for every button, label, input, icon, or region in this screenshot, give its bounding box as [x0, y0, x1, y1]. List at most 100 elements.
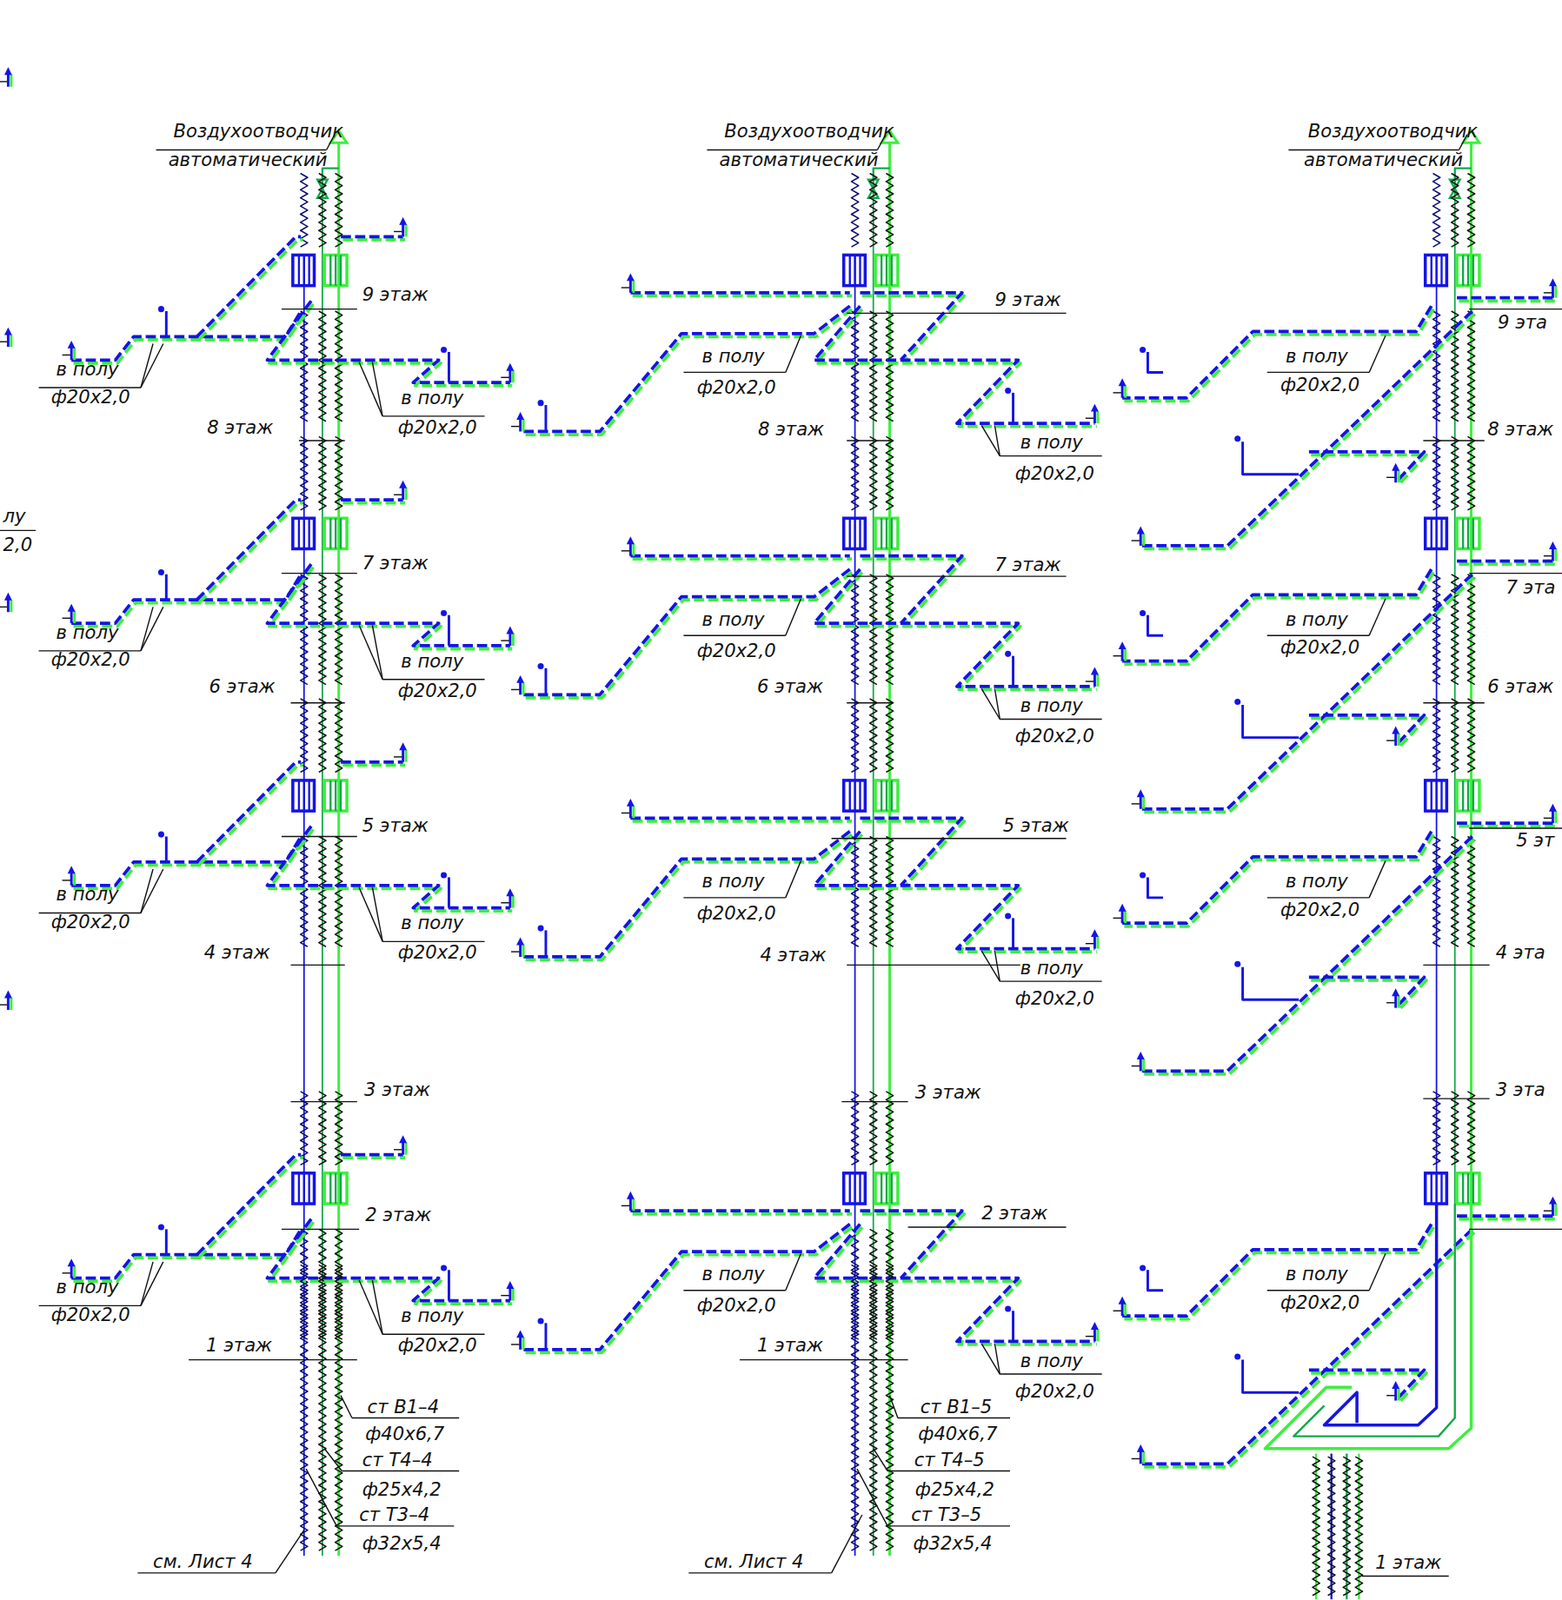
leader-underline	[999, 980, 1102, 982]
tap-pipe	[447, 877, 451, 908]
leader-underline	[341, 1470, 459, 1472]
drawing-label: ст Т4–4	[362, 1449, 433, 1470]
insulation-zigzag	[335, 574, 343, 685]
drawing-label: 4 эта	[1495, 943, 1546, 964]
drawing-label: ф40х6,7	[365, 1424, 445, 1445]
return-pipe	[814, 569, 1096, 687]
insulation-zigzag	[850, 1264, 858, 1551]
fixture-head	[517, 412, 524, 419]
tap-symbol	[538, 1317, 545, 1324]
manifold-outlet	[307, 1173, 310, 1204]
fixture-head	[1392, 990, 1399, 997]
fixture-head	[1392, 464, 1399, 471]
return-manifold	[844, 254, 866, 286]
return-pipe	[1122, 831, 1432, 924]
supply-pipe	[1123, 571, 1434, 665]
supply-loop	[1264, 1203, 1471, 1450]
drawing-label: ст Т3–5	[910, 1504, 982, 1525]
insulation-zigzag	[1451, 698, 1459, 773]
leader-line	[358, 362, 383, 417]
supply-manifold	[324, 254, 347, 286]
supply-pipe	[73, 577, 304, 626]
manifold-outlet	[885, 1173, 888, 1204]
fixture-tick	[1131, 1065, 1142, 1067]
leader-line	[785, 861, 802, 898]
drawing-label: автоматический	[718, 150, 878, 171]
return-pipe	[197, 236, 302, 337]
leader-underline	[887, 1525, 1011, 1527]
floor-level-line	[846, 575, 1066, 577]
leader-line	[994, 425, 1000, 456]
manifold-outlet	[853, 518, 856, 549]
manifold-outlet	[858, 518, 861, 549]
fixture-valve	[1397, 470, 1401, 483]
drawing-label: ст Т4–5	[914, 1449, 985, 1470]
leader-line	[831, 1515, 863, 1574]
leader-line	[140, 344, 153, 388]
leader-underline	[1267, 372, 1370, 373]
drawing-label: 3 этаж	[915, 1082, 982, 1103]
drawing-label: в полу	[56, 622, 120, 643]
manifold-outlet	[849, 780, 851, 811]
return-manifold	[844, 518, 866, 549]
drawing-label: в полу	[702, 870, 765, 891]
drawing-label: 5 этаж	[362, 815, 429, 836]
leader-line	[994, 1343, 1000, 1375]
manifold-outlet	[890, 1173, 893, 1204]
manifold-outlet	[1467, 254, 1469, 286]
drawing-label: ф20х2,0	[51, 386, 131, 407]
fixture-head	[68, 604, 75, 612]
supply-pipe	[1143, 577, 1475, 812]
fixture-valve	[1142, 797, 1145, 810]
fixture-valve	[1096, 674, 1099, 687]
return-loop	[1324, 1203, 1437, 1426]
drawing-label: 8 этаж	[206, 417, 273, 438]
tap-pipe	[1011, 1310, 1015, 1342]
tap-symbol	[158, 831, 165, 838]
leader-underline	[0, 530, 36, 532]
fixture-tick	[511, 689, 521, 691]
fixture-valve	[1096, 411, 1099, 424]
floor-level-line	[281, 572, 358, 574]
fixture-head	[1137, 527, 1144, 534]
supply-pipe	[632, 1212, 852, 1217]
drawing-label: в полу	[1285, 870, 1349, 891]
floor-level-line	[1468, 572, 1562, 574]
return-pipe	[1456, 821, 1553, 825]
insulation-zigzag	[319, 836, 326, 947]
fixture-valve	[405, 487, 408, 500]
drawing-label: в полу	[400, 651, 464, 672]
return-pipe	[859, 817, 962, 885]
manifold-outlet	[1472, 780, 1475, 811]
manifold-outlet	[1440, 254, 1443, 286]
fixture-head	[399, 1136, 406, 1144]
floor-level-line	[291, 702, 346, 704]
drawing-label: 9 эта	[1497, 312, 1548, 333]
fixture-valve	[631, 1198, 635, 1211]
supply-manifold	[1456, 780, 1480, 811]
return-pipe	[1140, 1229, 1472, 1464]
supply-pipe	[522, 1227, 852, 1353]
insulation-zigzag	[1467, 836, 1475, 947]
fixture-tick	[62, 618, 73, 619]
fixture-valve	[522, 682, 526, 695]
floor-level-line	[1362, 1575, 1450, 1577]
manifold-outlet	[303, 1173, 306, 1204]
drawing-label: в полу	[400, 1305, 464, 1326]
drawing-label: в полу	[1020, 695, 1084, 716]
manifold-outlet	[858, 780, 861, 811]
manifold-outlet	[329, 1173, 332, 1204]
tap-symbol	[440, 872, 447, 879]
supply-pipe	[73, 314, 304, 364]
insulation-zigzag	[319, 698, 326, 773]
fixture-tick	[1386, 739, 1396, 741]
fixture-tick	[1543, 555, 1554, 557]
return-pipe	[1140, 574, 1472, 810]
fixture-valve	[405, 750, 408, 763]
drawing-label: 6 этаж	[1487, 676, 1554, 697]
tap-pipe	[447, 1269, 451, 1301]
manifold-outlet	[858, 254, 861, 286]
drawing-label: ст В1–5	[920, 1396, 993, 1417]
fixture-valve	[9, 334, 13, 347]
